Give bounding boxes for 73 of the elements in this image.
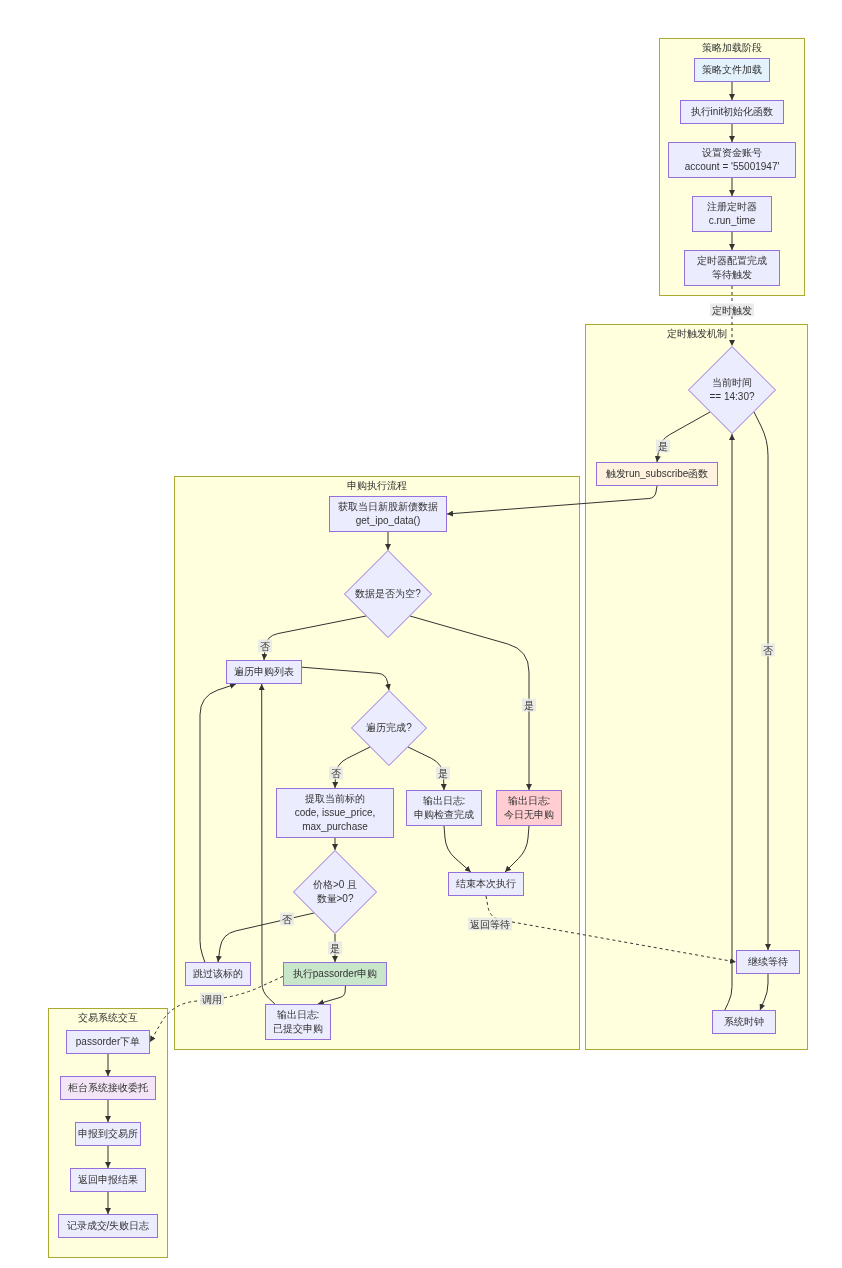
- arrow: [215, 912, 315, 963]
- arrow: [724, 433, 735, 1011]
- edge-label: 是: [656, 439, 670, 453]
- arrow: [729, 123, 735, 143]
- arrow: [258, 683, 276, 1005]
- process-box: 跳过该标的: [185, 962, 251, 986]
- arrow: [729, 177, 735, 197]
- subgraph-panel: [48, 1008, 168, 1258]
- process-box: 触发run_subscribe函数: [596, 462, 718, 486]
- process-box: passorder下单: [66, 1030, 150, 1054]
- arrow: [654, 411, 711, 463]
- edge-label: 定时触发: [710, 303, 754, 317]
- process-box: 遍历申购列表: [226, 660, 302, 684]
- arrow: [409, 615, 532, 791]
- arrow: [759, 973, 769, 1011]
- dashed-arrow: [485, 895, 737, 964]
- edge-label: 是: [328, 941, 342, 955]
- process-box: 执行init初始化函数: [680, 100, 784, 124]
- arrow: [105, 1099, 111, 1123]
- group-title: 交易系统交互: [78, 1011, 138, 1024]
- arrow: [385, 531, 391, 551]
- decision-diamond: 价格>0 且数量>0?: [293, 850, 377, 934]
- edge-label: 否: [761, 643, 775, 657]
- edge-label: 否: [258, 639, 272, 653]
- process-box: 柜台系统接收委托: [60, 1076, 156, 1100]
- arrow: [729, 81, 735, 101]
- process-box: 返回申报结果: [70, 1168, 146, 1192]
- arrow: [504, 825, 530, 873]
- process-box: 执行passorder申购: [283, 962, 387, 986]
- process-box: 定时器配置完成等待触发: [684, 250, 780, 286]
- arrow: [729, 231, 735, 251]
- process-box: 结束本次执行: [448, 872, 524, 896]
- process-box: 注册定时器 c.run_time: [692, 196, 772, 232]
- edge-label: 否: [280, 912, 294, 926]
- arrow: [446, 485, 658, 517]
- group-title: 申购执行流程: [347, 479, 407, 492]
- group-title: 定时触发机制: [666, 327, 727, 340]
- edge-label: 是: [436, 766, 450, 780]
- process-box: 策略文件加载: [694, 58, 770, 82]
- edge-label: 是: [522, 698, 536, 712]
- process-box: 提取当前标的 code, issue_price, max_purchase: [276, 788, 394, 838]
- process-box: 设置资金账号 account = '55001947': [668, 142, 796, 178]
- arrow: [105, 1145, 111, 1169]
- arrow: [332, 837, 338, 851]
- process-box: 申报到交易所: [75, 1122, 141, 1146]
- arrow: [301, 666, 391, 691]
- decision-diamond: 遍历完成?: [351, 690, 427, 766]
- arrow: [261, 615, 367, 661]
- process-box: 获取当日新股新债数据 get_ipo_data(): [329, 496, 447, 532]
- subgraph-panel: [585, 324, 808, 1050]
- dashed-arrow: [149, 975, 284, 1043]
- decision-diamond: 数据是否为空?: [344, 550, 432, 638]
- group-title: 策略加载阶段: [702, 41, 762, 54]
- process-box: 输出日志: 今日无申购: [496, 790, 562, 826]
- process-box: 系统时钟: [712, 1010, 776, 1034]
- arrow: [105, 1191, 111, 1215]
- arrow: [443, 825, 472, 873]
- arrow: [317, 985, 346, 1006]
- process-box: 输出日志: 申购检查完成: [406, 790, 482, 826]
- dashed-arrow: [729, 285, 735, 347]
- arrow: [199, 683, 237, 963]
- edge-label: 返回等待: [468, 917, 512, 931]
- decision-diamond: 当前时间 == 14:30?: [688, 346, 776, 434]
- arrow: [332, 746, 371, 789]
- edge-label: 调用: [200, 992, 224, 1006]
- process-box: 输出日志: 已提交申购: [265, 1004, 331, 1040]
- process-box: 继续等待: [736, 950, 800, 974]
- subgraph-panel: [174, 476, 580, 1050]
- edge-label: 否: [329, 766, 343, 780]
- arrow: [753, 411, 771, 951]
- process-box: 记录成交/失败日志: [58, 1214, 158, 1238]
- subgraph-panel: [659, 38, 805, 296]
- arrow: [105, 1053, 111, 1077]
